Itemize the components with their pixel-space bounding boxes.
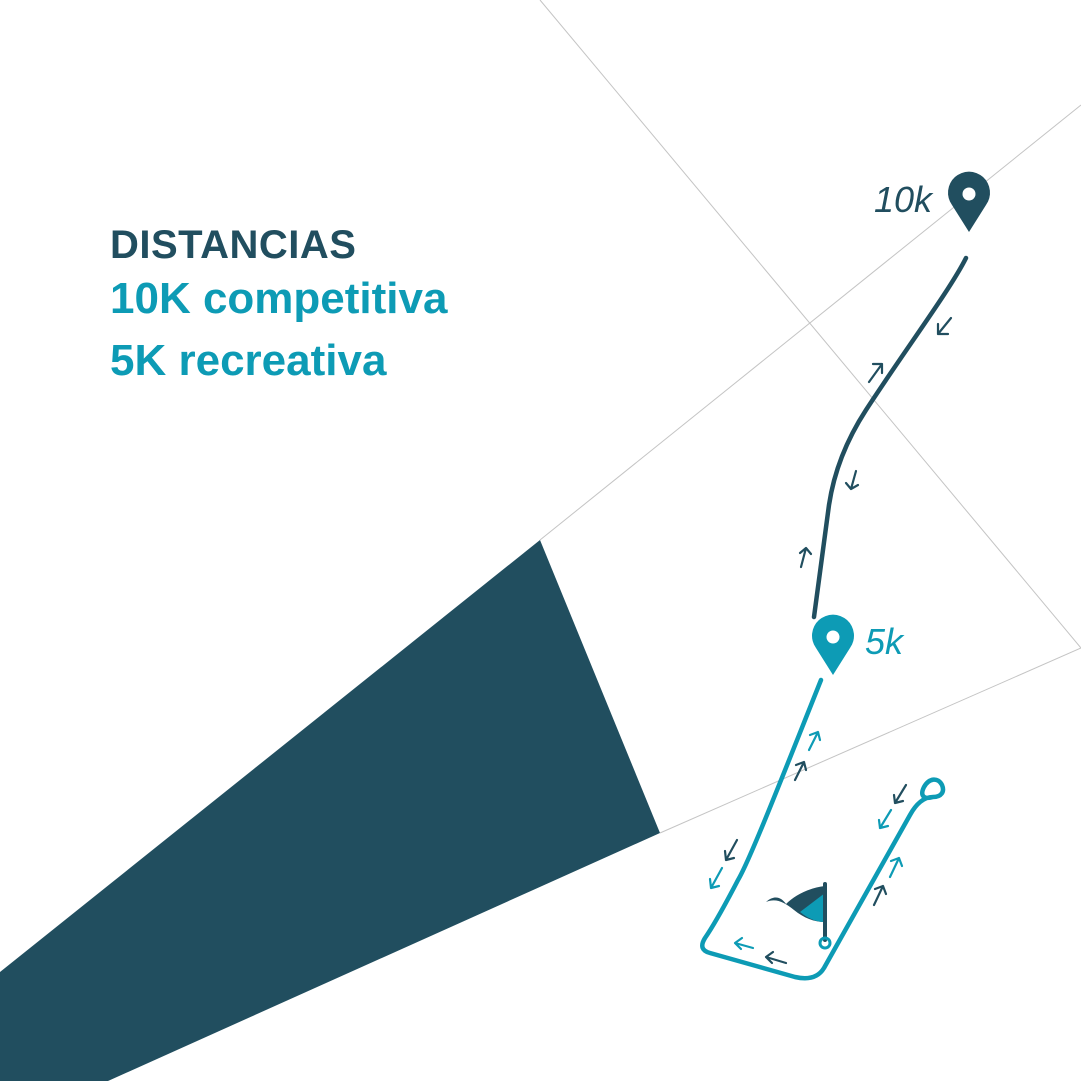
- street-lines: [539, 0, 1081, 834]
- arrow-up-icon: [793, 760, 808, 782]
- street-line: [539, 0, 1081, 649]
- arrow-down-icon: [723, 838, 739, 862]
- heading-title: DISTANCIAS: [110, 223, 357, 267]
- map-pin-icon: [948, 171, 990, 232]
- arrow-up-icon: [807, 730, 822, 752]
- street-line: [659, 647, 1081, 834]
- map-pin-icon: [812, 614, 854, 675]
- finish-flag-icon: [766, 882, 832, 950]
- arrow-down-icon: [708, 866, 724, 890]
- arrow-down-icon: [936, 316, 953, 336]
- arrow-left-icon: [733, 936, 755, 951]
- flag-accent: [800, 893, 825, 922]
- arrow-up-icon: [798, 546, 813, 569]
- dark-shape: [0, 540, 660, 1081]
- arrow-down-icon: [844, 469, 860, 491]
- direction-arrows-10k: [798, 316, 953, 569]
- distance-10k: 10K competitiva: [110, 274, 448, 323]
- route-10k: [811, 255, 969, 620]
- direction-arrows-5k: [708, 730, 908, 965]
- arrow-down-icon: [877, 808, 893, 830]
- street-line: [539, 104, 1081, 541]
- arrow-up-icon: [867, 362, 884, 384]
- distances-heading: DISTANCIAS 10K competitiva 5K recreativa: [110, 222, 447, 392]
- arrow-up-icon: [872, 884, 888, 907]
- arrow-down-icon: [892, 783, 908, 805]
- distance-5k: 5K recreativa: [110, 336, 387, 385]
- flag-base: [818, 936, 832, 950]
- marker-label-10k: 10k: [874, 179, 934, 220]
- arrow-left-icon: [764, 950, 788, 965]
- arrow-up-icon: [888, 856, 904, 879]
- route-5k: [700, 677, 946, 981]
- marker-label-5k: 5k: [865, 621, 905, 662]
